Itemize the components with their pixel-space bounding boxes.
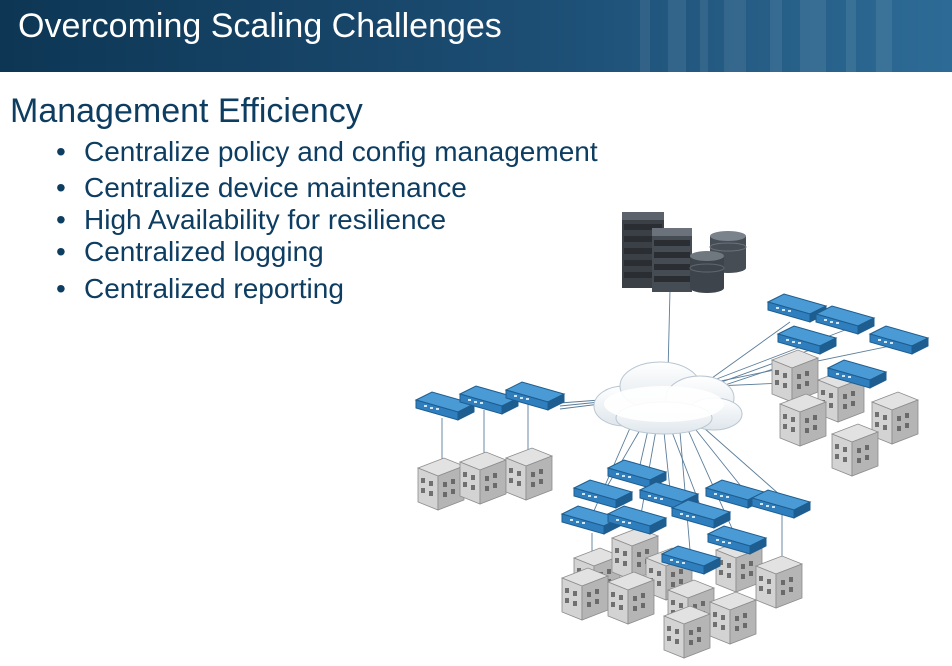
bullet-dot: • — [56, 172, 66, 203]
title-bar-decoration — [668, 0, 686, 72]
title-bar-decoration — [800, 0, 826, 72]
section-heading: Management Efficiency — [10, 92, 363, 130]
database-icon — [689, 231, 747, 293]
bullet-item: • Centralized reporting — [56, 273, 344, 305]
bullet-dot: • — [56, 204, 66, 235]
cloud-icon — [593, 361, 743, 435]
firewall-appliance-icon — [607, 505, 667, 535]
server-rack-icon — [622, 212, 692, 292]
bullet-text: Centralize device maintenance — [84, 172, 467, 203]
building-icon — [561, 567, 609, 621]
firewall-appliance-icon — [573, 479, 633, 509]
bullet-text: High Availability for resilience — [84, 204, 447, 235]
title-bar-decoration — [876, 0, 892, 72]
bullet-text: Centralize policy and config management — [84, 136, 598, 167]
slide-title: Overcoming Scaling Challenges — [18, 7, 502, 45]
building-icon — [663, 605, 711, 659]
building-icon — [871, 391, 919, 445]
building-icon — [755, 555, 803, 609]
firewall-group-left — [415, 381, 565, 421]
bullet-item: • Centralized logging — [56, 236, 324, 268]
firewall-appliance-icon — [751, 489, 811, 519]
bullet-dot: • — [56, 136, 66, 167]
bullet-dot: • — [56, 236, 66, 267]
building-icon — [771, 349, 819, 403]
bullet-item: • High Availability for resilience — [56, 204, 446, 236]
bullet-item: • Centralize device maintenance — [56, 172, 467, 204]
building-icon — [417, 457, 465, 511]
building-icon — [459, 451, 507, 505]
title-bar-decoration — [640, 0, 650, 72]
building-group-left — [417, 447, 553, 511]
title-bar-decoration — [700, 0, 708, 72]
firewall-appliance-icon — [869, 325, 929, 355]
bullet-item: • Centralize policy and config management — [56, 136, 598, 168]
title-bar-decoration — [724, 0, 746, 72]
bullet-text: Centralized logging — [84, 236, 324, 267]
title-bar: Overcoming Scaling Challenges — [0, 0, 952, 72]
building-icon — [831, 423, 879, 477]
building-icon — [505, 447, 553, 501]
building-icon — [779, 393, 827, 447]
title-bar-decoration — [770, 0, 782, 72]
bullet-text: Centralized reporting — [84, 273, 344, 304]
firewall-appliance-icon — [815, 305, 875, 335]
title-bar-decoration — [846, 0, 856, 72]
firewall-appliance-icon — [777, 325, 837, 355]
building-icon — [607, 571, 655, 625]
building-icon — [709, 591, 757, 645]
bullet-dot: • — [56, 273, 66, 304]
